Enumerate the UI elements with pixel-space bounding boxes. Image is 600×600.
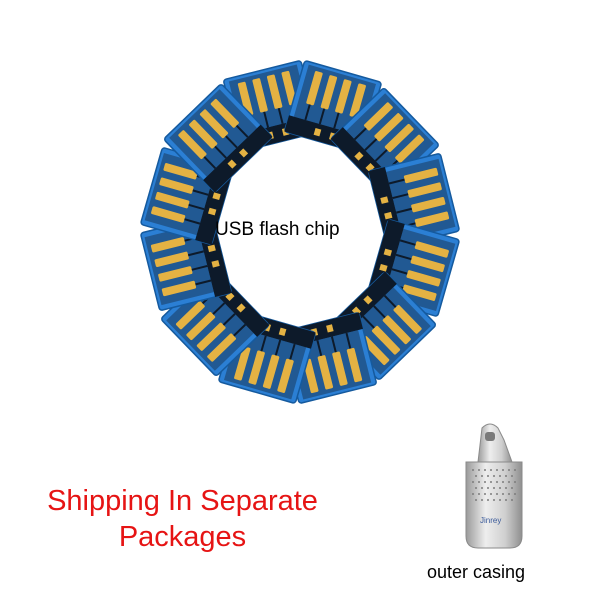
shipping-notice-line1: Shipping In Separate [47,485,318,517]
casing-brand-text: Jinrey [480,516,502,525]
usb-flash-chip-label: USB flash chip [215,219,340,240]
usb-chip [162,83,274,195]
usb-casing-icon [465,423,523,549]
outer-casing-label: outer casing [427,562,526,582]
usb-chip-icon [164,84,273,193]
shipping-notice: Shipping In Separate Packages [10,483,355,555]
outer-casing-image: Jinrey [452,418,532,558]
shipping-notice-line2: Packages [118,521,247,553]
